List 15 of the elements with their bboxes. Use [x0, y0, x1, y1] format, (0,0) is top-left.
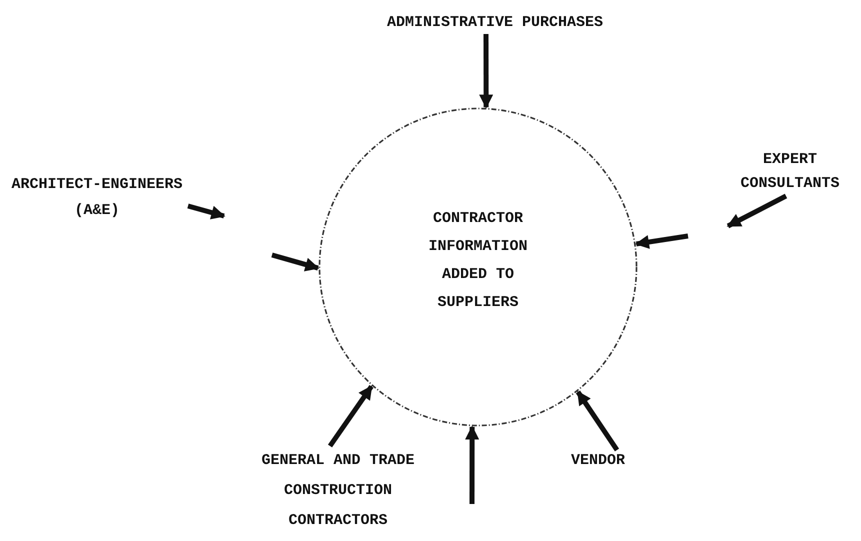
source-label: ADMINISTRATIVE PURCHASES — [320, 12, 670, 34]
arrow — [634, 234, 688, 249]
arrow — [271, 252, 320, 272]
source-label: ARCHITECT-ENGINEERS (A&E) — [6, 172, 188, 224]
arrow — [465, 426, 480, 504]
source-label: EXPERT CONSULTANTS — [734, 148, 846, 196]
node-label: CONTRACTOR INFORMATION ADDED TO SUPPLIERS — [427, 209, 529, 313]
arrow — [187, 204, 226, 220]
arrow — [479, 34, 494, 109]
source-label: VENDOR — [560, 450, 636, 472]
process-circle — [318, 107, 638, 427]
source-label: GENERAL AND TRADE CONSTRUCTION CONTRACTORS — [248, 446, 428, 536]
arrow — [328, 384, 374, 448]
arrow — [726, 194, 788, 228]
arrow — [576, 390, 620, 452]
